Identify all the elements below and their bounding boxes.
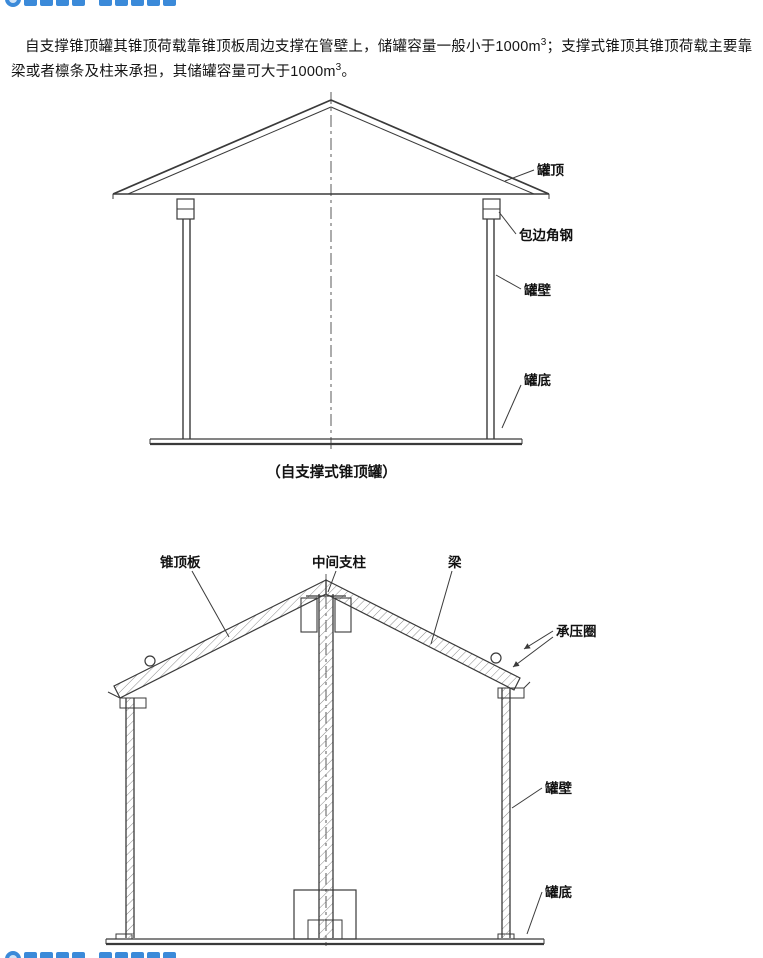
intro-text-3: 。 (341, 63, 357, 80)
fig2-leader-pressure-ring-2 (512, 636, 554, 668)
fig2-leader-bottom (526, 891, 543, 935)
fig1-label-edge-angle: 包边角钢 (519, 227, 573, 243)
intro-text-2: ；支撑式锥顶其锥顶荷载主要靠梁或者檩条及柱来承担，其储罐容量可大于1000m (11, 38, 753, 80)
fig1-leader-bottom (501, 384, 522, 429)
figure1-diagram: 罐顶 包边角钢 罐壁 罐底 (112, 92, 573, 452)
watermark-glyph (163, 952, 176, 958)
watermark-glyph (40, 0, 53, 6)
fig2-wall-right (501, 688, 511, 938)
fig2-leader-cone-plate (191, 570, 230, 638)
fig2-label-bottom: 罐底 (544, 884, 573, 900)
fig1-wall-right (486, 219, 495, 439)
fig2-label-wall: 罐壁 (544, 780, 573, 796)
intro-paragraph: 自支撑锥顶罐其锥顶荷载靠锥顶板周边支撑在管壁上，储罐容量一般小于1000m3；支… (11, 35, 755, 85)
watermark-glyph (72, 0, 85, 6)
figure2-diagram: 锥顶板 中间支柱 梁 承压圈 罐壁 罐底 (105, 554, 597, 946)
watermark-glyph (56, 952, 69, 958)
watermark-glyph (40, 952, 53, 958)
watermark-bottom (5, 951, 176, 958)
watermark-glyph (72, 952, 85, 958)
fig1-bottom-plate (149, 438, 523, 446)
figure1-caption: （自支撑式锥顶罐） (266, 465, 397, 481)
watermark-glyph (163, 0, 176, 6)
fig1-label-bottom: 罐底 (523, 372, 552, 388)
watermark-glyph (115, 0, 128, 6)
fig2-leader-beam (430, 570, 453, 645)
fig1-edge-angle-right (482, 198, 501, 220)
watermark-logo-icon (5, 0, 21, 7)
fig1-label-roof: 罐顶 (536, 162, 565, 178)
intro-text-1: 自支撑锥顶罐其锥顶荷载靠锥顶板周边支撑在管壁上，储罐容量一般小于1000m (25, 38, 541, 55)
fig1-wall-left (182, 219, 191, 439)
fig2-label-beam: 梁 (447, 554, 462, 570)
fig1-edge-angle-left (176, 198, 195, 220)
fig2-label-cone-plate: 锥顶板 (160, 554, 201, 570)
fig2-label-pressure-ring: 承压圈 (556, 624, 597, 639)
fig2-wall-left (125, 698, 135, 938)
watermark-logo-icon (5, 951, 21, 958)
fig2-roof-beam-right (325, 579, 521, 691)
fig2-center-column (300, 594, 352, 938)
fig2-leader-pressure-ring-1 (523, 630, 554, 650)
watermark-glyph (24, 952, 37, 958)
fig2-pressure-ring-left (107, 655, 156, 709)
fig2-label-center-column: 中间支柱 (312, 554, 366, 570)
fig1-leader-edge-angle (498, 211, 517, 235)
fig2-leader-center-column (327, 570, 337, 593)
fig2-pressure-ring-right (490, 652, 531, 699)
watermark-glyph (147, 0, 160, 6)
watermark-glyph (131, 0, 144, 6)
watermark-glyph (99, 952, 112, 958)
watermark-glyph (147, 952, 160, 958)
fig1-label-wall: 罐壁 (523, 282, 552, 298)
fig2-leader-wall (511, 787, 543, 809)
watermark-glyph (99, 0, 112, 6)
fig2-roof-beam-left (113, 579, 327, 699)
watermark-top (5, 0, 176, 7)
fig1-leader-roof (504, 169, 535, 182)
fig1-leader-wall (495, 274, 522, 290)
watermark-glyph (56, 0, 69, 6)
watermark-glyph (24, 0, 37, 6)
watermark-glyph (115, 952, 128, 958)
superscript-3: 3 (335, 61, 342, 73)
superscript-3: 3 (540, 36, 547, 48)
watermark-glyph (131, 952, 144, 958)
